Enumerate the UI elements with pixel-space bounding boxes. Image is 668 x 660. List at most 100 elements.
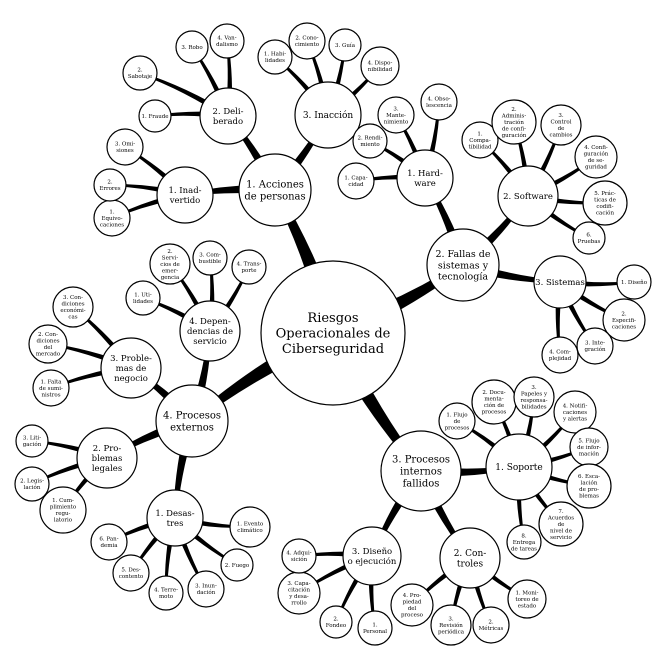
node-label: 2. Fuego <box>225 563 250 569</box>
node-label-line: 4. Trans- <box>237 262 262 268</box>
node-label-line: 3. Inun- <box>195 584 217 590</box>
node-label-line: Compa- <box>469 138 491 144</box>
node-circle <box>541 336 579 374</box>
node-label-line: 1. Desas- <box>155 509 194 519</box>
node-circle <box>106 128 144 166</box>
node-circle <box>430 604 472 646</box>
node-circle <box>125 280 161 316</box>
node-label-line: 6. Esca- <box>578 474 600 480</box>
node-label-line: de se- <box>588 158 605 164</box>
node-circle <box>396 149 454 207</box>
node-circle <box>138 99 172 133</box>
node-label-line: caciones <box>612 324 636 330</box>
node-circle <box>93 168 127 202</box>
node-sis-2: 2.Especifi-caciones <box>602 298 646 342</box>
node-label-line: blemas <box>92 454 123 464</box>
node-label-line: 5. Prác- <box>594 190 616 197</box>
node-inadvertido: 1. Inad-vertido <box>156 166 214 224</box>
node-label-line: de infor- <box>577 445 601 451</box>
node-label: 2.Métricas <box>479 620 504 632</box>
node-label-line: 1. <box>109 209 114 215</box>
node-label: 1. Soporte <box>495 463 542 473</box>
node-circle <box>485 433 553 501</box>
node-label-line: 2. <box>488 620 493 626</box>
node-label-line: Riesgos <box>307 311 358 326</box>
node-label-line: ware <box>414 179 435 189</box>
node-label-line: ción de <box>484 402 504 409</box>
node-label-line: procesos <box>482 410 507 416</box>
node-label-line: demia <box>100 543 118 549</box>
node-circle <box>257 39 293 75</box>
node-label-line: de tareas <box>511 546 537 552</box>
node-label-line: Métricas <box>479 625 504 632</box>
node-circle <box>390 583 434 627</box>
node-label-line: proceso <box>401 613 424 619</box>
node-label-line: Adminis- <box>501 113 527 119</box>
node-label-line: plejidad <box>549 356 572 362</box>
node-label-line: 2. <box>167 249 172 255</box>
node-controles: 2. Con-troles <box>439 527 501 589</box>
node-label-line: vertido <box>169 196 201 206</box>
node-circle <box>155 384 229 458</box>
node-label: 1. Capa-cidad <box>344 176 367 188</box>
node-label-line: Sabotaje <box>128 74 152 80</box>
node-label-line: legales <box>92 464 122 474</box>
node-label: 2. Con-troles <box>454 549 487 570</box>
node-label-line: de confi- <box>502 126 526 132</box>
node-label-line: 3. Guía <box>335 42 356 49</box>
node-label: 3. Liti-gación <box>23 436 42 448</box>
node-dep-1: 1. Uti-lidades <box>125 280 161 316</box>
node-label-line: climático <box>237 527 263 534</box>
node-label-line: 6. <box>586 233 591 239</box>
node-sis-1: 1. Diseño <box>616 264 652 300</box>
node-label-line: sistemas y <box>438 260 489 271</box>
node-label-line: de <box>558 522 565 528</box>
node-label-line: y alertas <box>562 416 587 422</box>
node-label: 3. Com-bustible <box>199 253 221 265</box>
node-del-1: 1. Fraude <box>138 99 172 133</box>
node-des-4: 4. Terre-moto <box>148 575 184 611</box>
node-label-line: ticas de <box>594 198 616 204</box>
node-label-line: Papeles y <box>521 392 548 398</box>
node-circle <box>533 255 587 309</box>
node-label-line: 1. Inad- <box>168 186 201 196</box>
node-label-line: económi- <box>60 307 85 314</box>
node-circle <box>540 104 582 146</box>
node-label: 6. Pan-demia <box>99 537 118 549</box>
node-label-line: nimiento <box>384 119 409 125</box>
node-circle <box>112 554 150 592</box>
node-label-line: Ciberseguridad <box>282 342 384 357</box>
node-del-4: 4. Van-dalismo <box>209 23 245 59</box>
node-label-line: fallidos <box>403 478 440 489</box>
node-circle <box>538 501 584 547</box>
node-label-line: Control <box>551 120 572 126</box>
node-des-2: 2. Fuego <box>220 548 254 582</box>
node-label-line: 2. Legis- <box>20 479 44 485</box>
node-label-line: 1. Diseño <box>621 279 648 286</box>
node-ina-3: 3. Guía <box>328 28 362 62</box>
node-inad-1: 1.Equivo-caciones <box>93 199 131 237</box>
node-label: 4. Van-dalismo <box>216 36 238 48</box>
node-label: 1. Desas-tres <box>155 509 194 529</box>
node-label-line: lidades <box>265 58 285 64</box>
node-label-line: 4. Adqui- <box>286 551 311 557</box>
node-label-line: 1. Moni- <box>515 590 538 596</box>
node-label-line: del <box>408 606 417 612</box>
node-label-line: de personas <box>244 191 305 202</box>
node-label-line: lación <box>24 484 41 491</box>
node-label: 2. Cono-cimiento <box>295 36 320 48</box>
node-label-line: Personal <box>363 629 387 635</box>
node-label-line: 6. Pan- <box>99 537 118 543</box>
node-label-line: Errores <box>99 186 120 192</box>
